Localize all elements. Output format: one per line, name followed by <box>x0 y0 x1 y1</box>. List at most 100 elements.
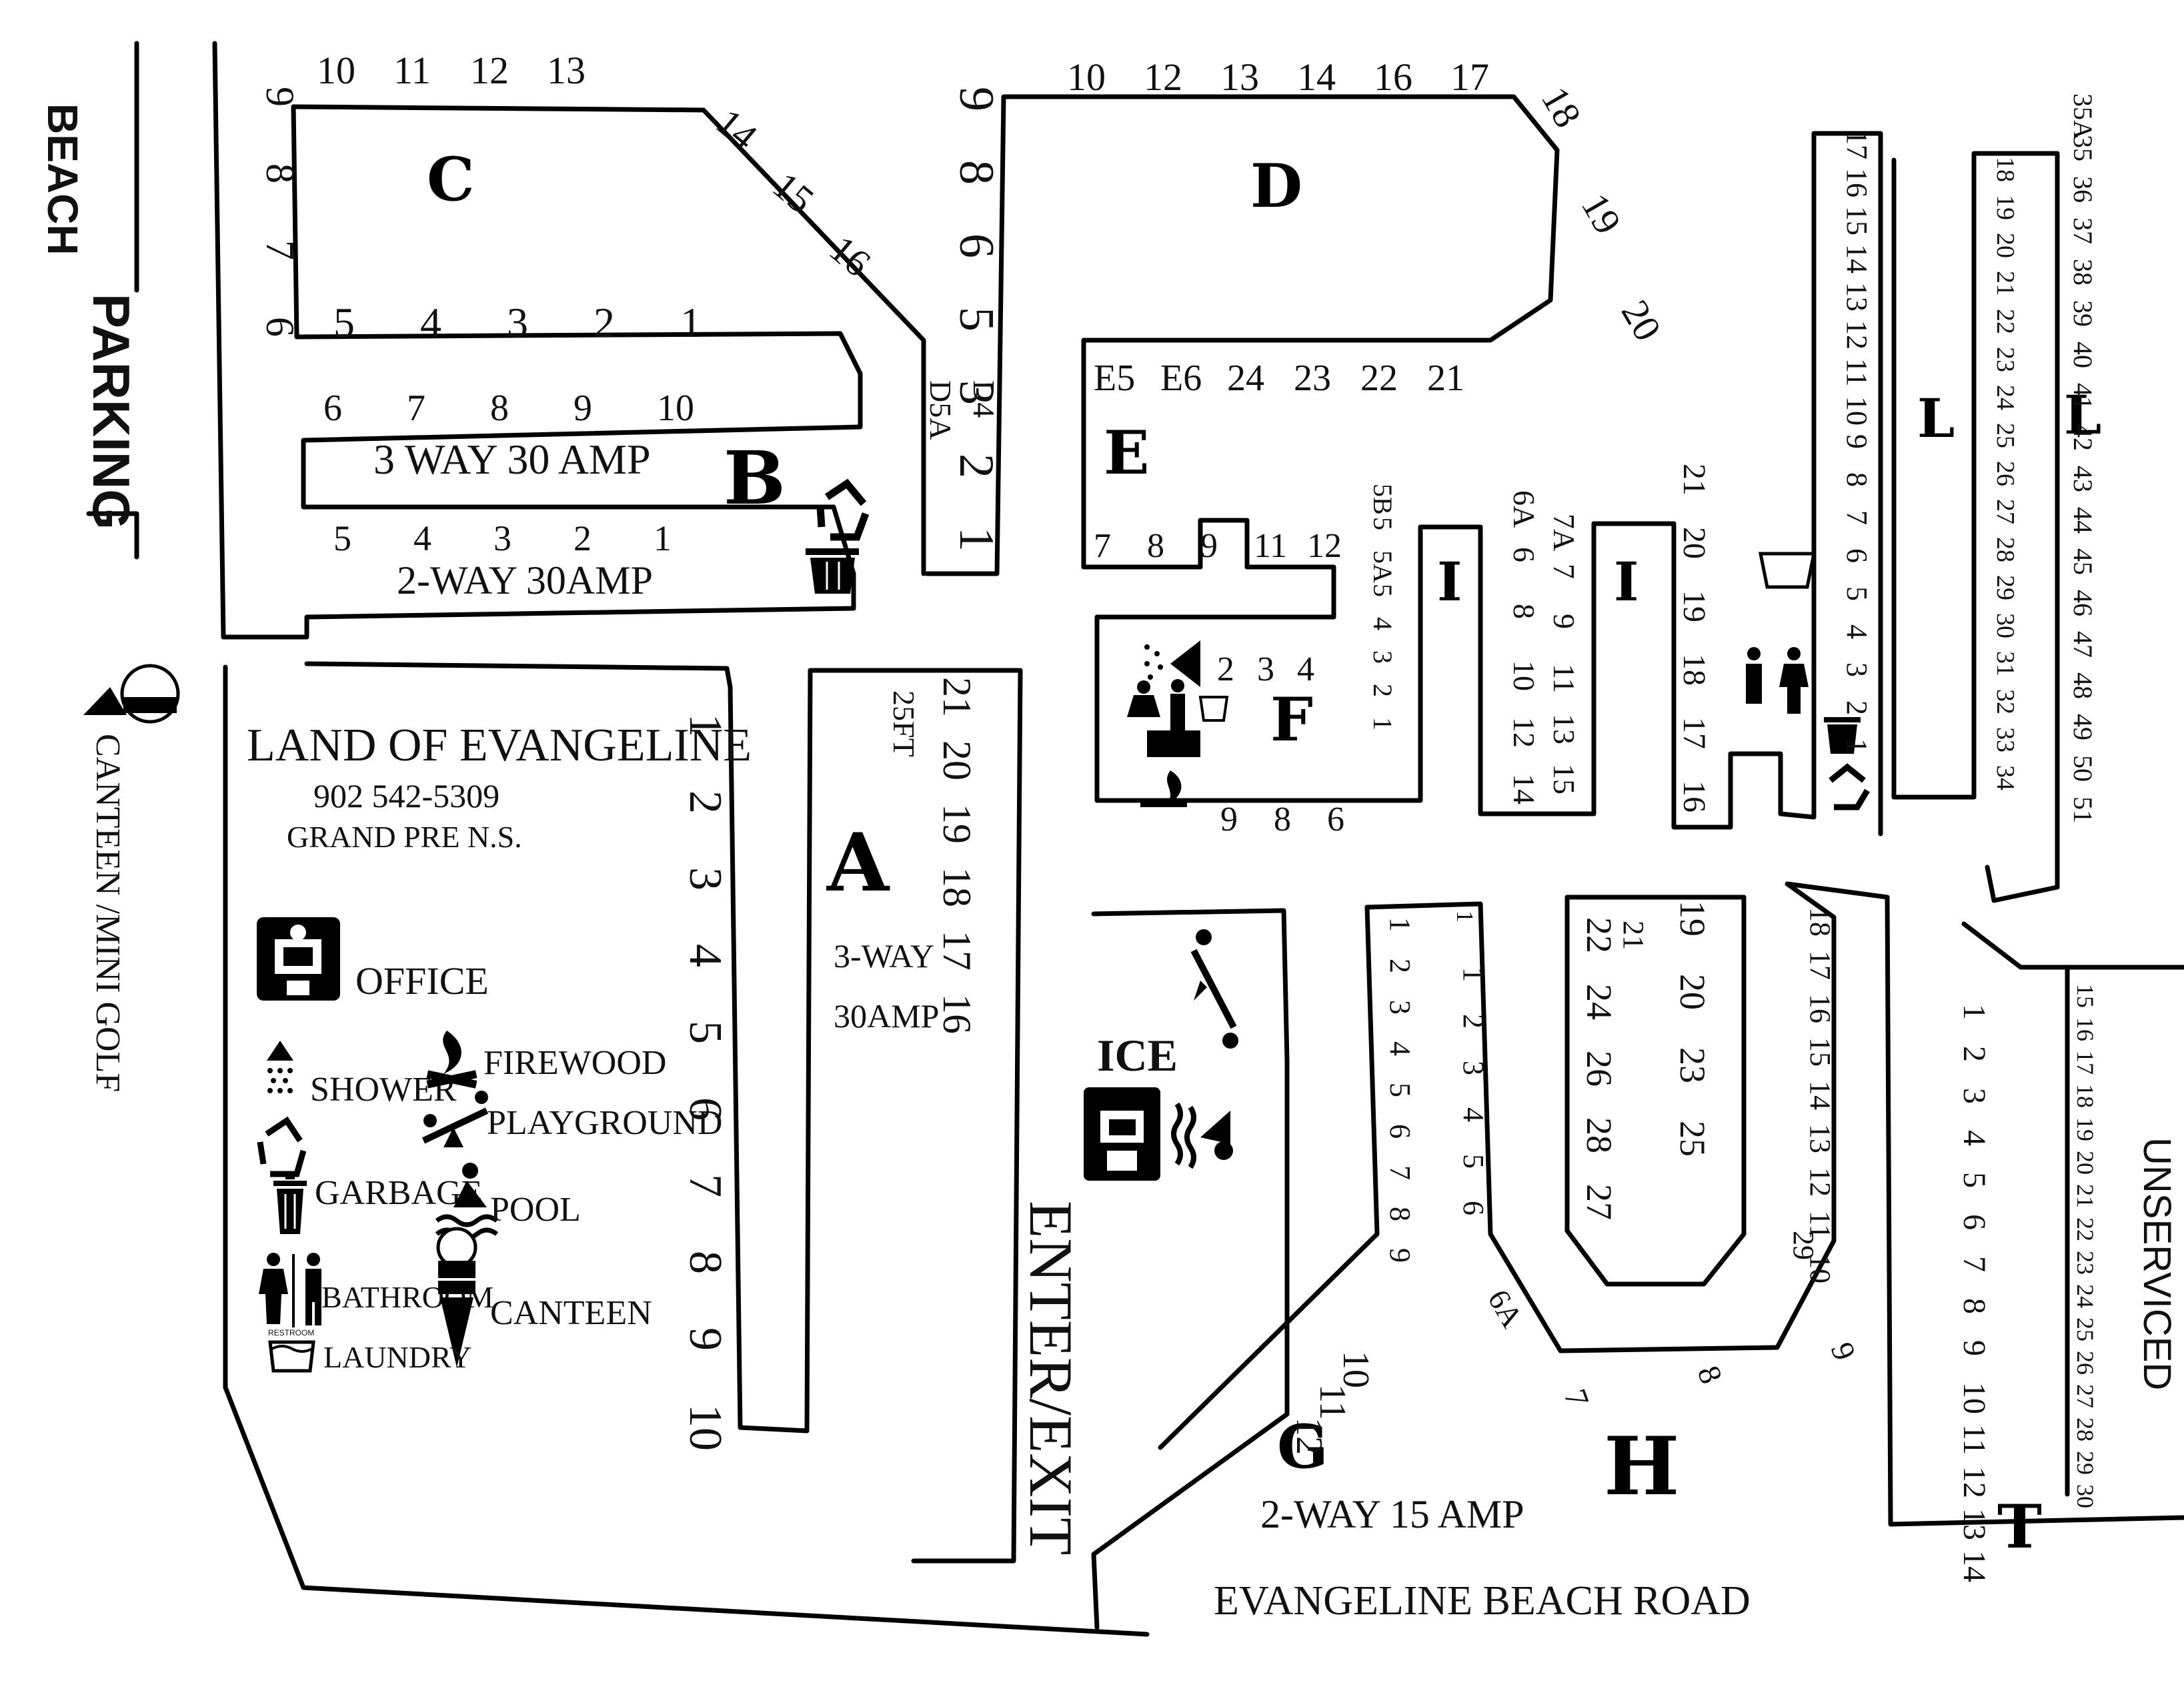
site-number-t-left: 6 <box>1957 1214 1992 1230</box>
site-number-b-bottom: 4 <box>413 518 431 558</box>
a-amp-1: 3-WAY <box>834 937 934 975</box>
site-number-l-mid-col: 21 <box>1991 271 2019 296</box>
site-number-g-left-outer: 1 <box>1452 911 1478 923</box>
site-number-l-mid-col: 28 <box>1991 537 2019 562</box>
site-number-c-diag: 15 <box>765 163 822 221</box>
site-number-g-diag: 12 <box>1288 1418 1330 1455</box>
site-number-a-left: 9 <box>680 1327 731 1351</box>
g-amp: 2-WAY 15 AMP <box>1260 1492 1524 1536</box>
site-number-c-top: 12 <box>470 49 509 92</box>
site-number-l-left-col: 12 <box>1841 320 1873 350</box>
site-number-l-left-col: 3 <box>1841 662 1873 677</box>
site-number-l-mid-col: 20 <box>1991 233 2019 258</box>
site-number-l-right-col: 44 <box>2068 507 2098 534</box>
site-number-d-top: 14 <box>1297 55 1336 99</box>
site-number-b-top: 9 <box>574 388 592 429</box>
site-number-l-left-col: 9 <box>1841 434 1873 449</box>
site-number-c-bottom: 4 <box>420 299 441 346</box>
site-number-h-outer: 14 <box>1804 1081 1837 1110</box>
site-number-l-left-col: 1 <box>1841 738 1873 753</box>
site-number-e-top: E5 <box>1094 358 1135 399</box>
site-number-l-mid-col: 27 <box>1991 499 2019 524</box>
site-number-f-inner: 3 <box>1257 650 1274 688</box>
site-number-i1-left: 10 <box>1507 660 1541 691</box>
site-number-a-left: 1 <box>680 714 731 737</box>
site-number-b-top: 6 <box>323 388 342 429</box>
site-number-i1-left: 14 <box>1507 774 1541 804</box>
site-number-t-right: 22 <box>2072 1217 2099 1241</box>
site-number-e-bottom: 12 <box>1307 527 1342 565</box>
site-number-l-right-col: 47 <box>2068 631 2098 658</box>
section-c: C <box>427 144 475 215</box>
office-icon <box>257 917 340 1001</box>
site-number-c-bottom: 3 <box>507 299 528 346</box>
section-f: F <box>1270 684 1313 755</box>
section-a: A <box>826 816 890 910</box>
laundry-icon <box>268 1340 315 1373</box>
recycle-icon <box>257 1116 307 1177</box>
site-number-l-left-col: 10 <box>1841 396 1873 426</box>
site-number-l-left-col: 4 <box>1841 624 1873 639</box>
site-number-f-right: 5 <box>1368 584 1398 597</box>
site-number-l-mid-col: 29 <box>1991 575 2019 600</box>
site-number-f-right: 4 <box>1368 617 1398 630</box>
site-number-g-left: 6 <box>1384 1124 1416 1139</box>
site-number-h-bottom: 7 <box>1557 1385 1596 1412</box>
section-i2: I <box>1614 550 1639 613</box>
site-number-a-right: 17 <box>935 931 979 971</box>
site-number-t-left: 7 <box>1957 1256 1992 1272</box>
site-number-l-mid-col: 22 <box>1991 309 2019 334</box>
legend-office: OFFICE <box>355 959 489 1003</box>
site-number-t-left: 5 <box>1957 1172 1992 1188</box>
bathroom-icon <box>259 1253 321 1327</box>
site-number-b-bottom: 2 <box>574 518 592 558</box>
site-number-a-right: 21 <box>935 677 979 717</box>
site-number-g-left: 4 <box>1384 1041 1416 1056</box>
legend-laundry: LAUNDRY <box>323 1340 471 1374</box>
site-number-c-left: 8 <box>258 163 302 183</box>
bathroom-icon <box>1746 647 1809 714</box>
site-number-i1-right: 7 <box>1547 564 1581 579</box>
site-number-e-bottom: 8 <box>1147 527 1164 565</box>
b-bottom-amp: 2-WAY 30AMP <box>397 558 653 602</box>
site-number-f-bottom: 8 <box>1274 800 1291 838</box>
site-number-d-corner: 18 <box>1533 79 1590 135</box>
site-number-e-bottom: 11 <box>1254 527 1287 565</box>
site-number-i2-left: 21 <box>1677 464 1712 496</box>
site-number-h-outer: 10 <box>1804 1254 1837 1283</box>
section-h: H <box>1604 1420 1679 1514</box>
laundry-icon <box>1198 696 1229 722</box>
firewood-icon <box>426 1031 477 1089</box>
site-number-i2-left: 18 <box>1677 654 1712 686</box>
site-number-d-extra: D4 <box>967 380 1001 418</box>
site-number-f-right: 5 <box>1368 517 1398 530</box>
site-number-l-left-col: 15 <box>1841 206 1873 235</box>
site-number-h-outer: 18 <box>1804 907 1837 937</box>
site-number-g-left: 3 <box>1384 1000 1416 1015</box>
section-t: T <box>1997 1492 2042 1562</box>
site-number-g-left: 8 <box>1384 1207 1416 1221</box>
site-number-l-left-col: 13 <box>1841 282 1873 312</box>
shower-icon <box>1144 640 1200 687</box>
site-number-f-right: 1 <box>1368 717 1398 730</box>
site-number-l-mid-col: 32 <box>1991 689 2019 714</box>
site-number-l-left-col: 16 <box>1841 168 1873 197</box>
site-number-b-top: 7 <box>407 388 425 429</box>
site-number-d-top: 13 <box>1220 55 1259 99</box>
site-number-a-right: 20 <box>935 740 979 780</box>
site-number-l-mid-col: 24 <box>1991 385 2019 410</box>
site-number-l-right-col: 36 <box>2068 176 2098 203</box>
site-number-i1-right: 11 <box>1547 664 1581 693</box>
site-number-t-left: 13 <box>1957 1508 1992 1540</box>
section-d: D <box>1250 151 1302 221</box>
site-number-t-right: 16 <box>2072 1017 2099 1041</box>
site-number-l-right-col: 49 <box>2068 714 2098 740</box>
site-number-g-right: 2 <box>1457 1014 1490 1029</box>
site-number-l-right-col: 51 <box>2068 796 2098 823</box>
site-number-f-right: 3 <box>1368 650 1398 664</box>
site-number-i1-right: 13 <box>1547 714 1581 744</box>
site-number-t-left: 12 <box>1957 1466 1992 1498</box>
site-number-g-right: 6 <box>1457 1201 1490 1215</box>
